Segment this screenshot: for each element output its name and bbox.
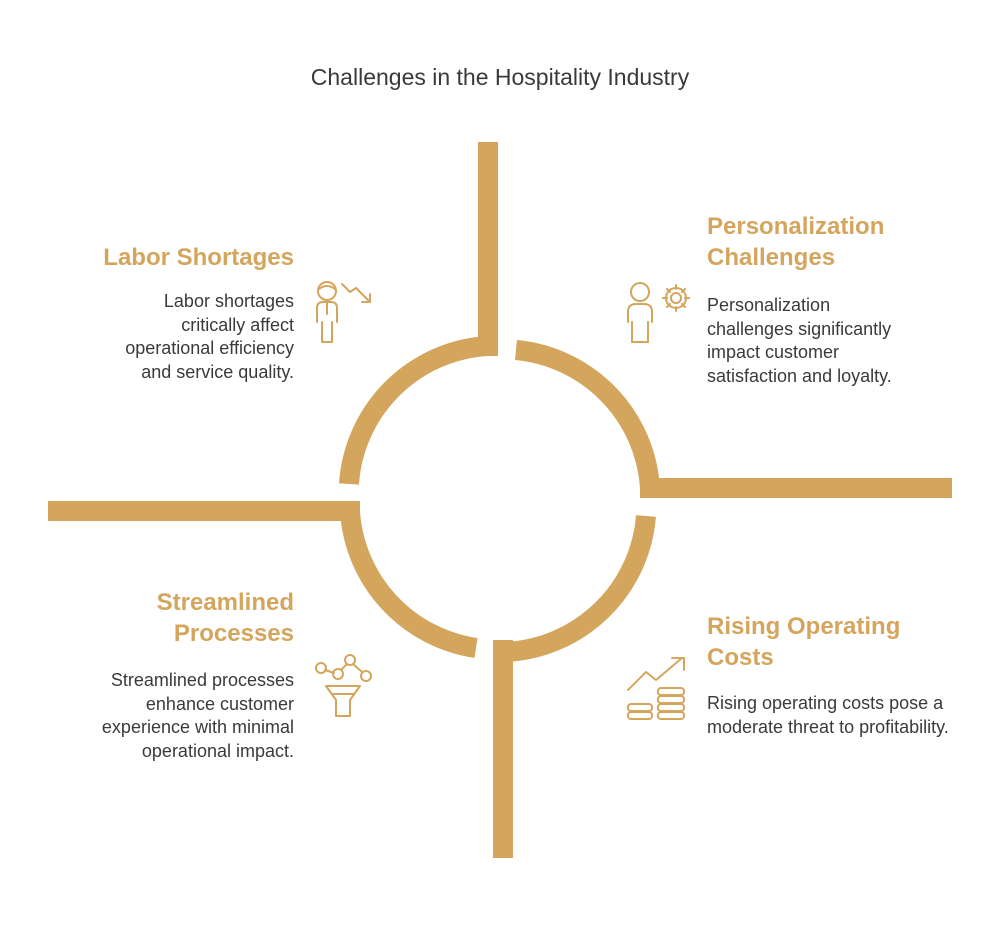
heading-streamlined-processes: Streamlined Processes <box>156 589 294 647</box>
desc-personalization-challenges: Personalization challenges significantly… <box>707 295 892 386</box>
heading-personalization-challenges: Personalization Challenges <box>707 213 885 271</box>
bar-top <box>478 142 498 356</box>
bar-left <box>48 501 360 521</box>
arc-top-right <box>514 340 660 489</box>
desc-labor-shortages: Labor shortages critically affect operat… <box>125 291 294 382</box>
arc-top-left <box>339 336 488 485</box>
desc-rising-operating-costs: Rising operating costs pose a moderate t… <box>707 693 949 737</box>
arc-bottom-left <box>340 511 478 658</box>
arc-bottom-right <box>505 515 656 662</box>
heading-labor-shortages: Labor Shortages <box>103 244 294 271</box>
bar-right <box>640 478 952 498</box>
rising-coins-icon <box>622 654 692 722</box>
person-gear-icon <box>622 278 694 348</box>
heading-rising-operating-costs: Rising Operating Costs <box>707 613 901 671</box>
desc-streamlined-processes: Streamlined processes enhance customer e… <box>101 670 294 761</box>
worker-decline-icon <box>310 278 380 348</box>
funnel-nodes-icon <box>312 654 376 722</box>
bar-bottom <box>493 640 513 858</box>
page-title: Challenges in the Hospitality Industry <box>310 64 690 90</box>
